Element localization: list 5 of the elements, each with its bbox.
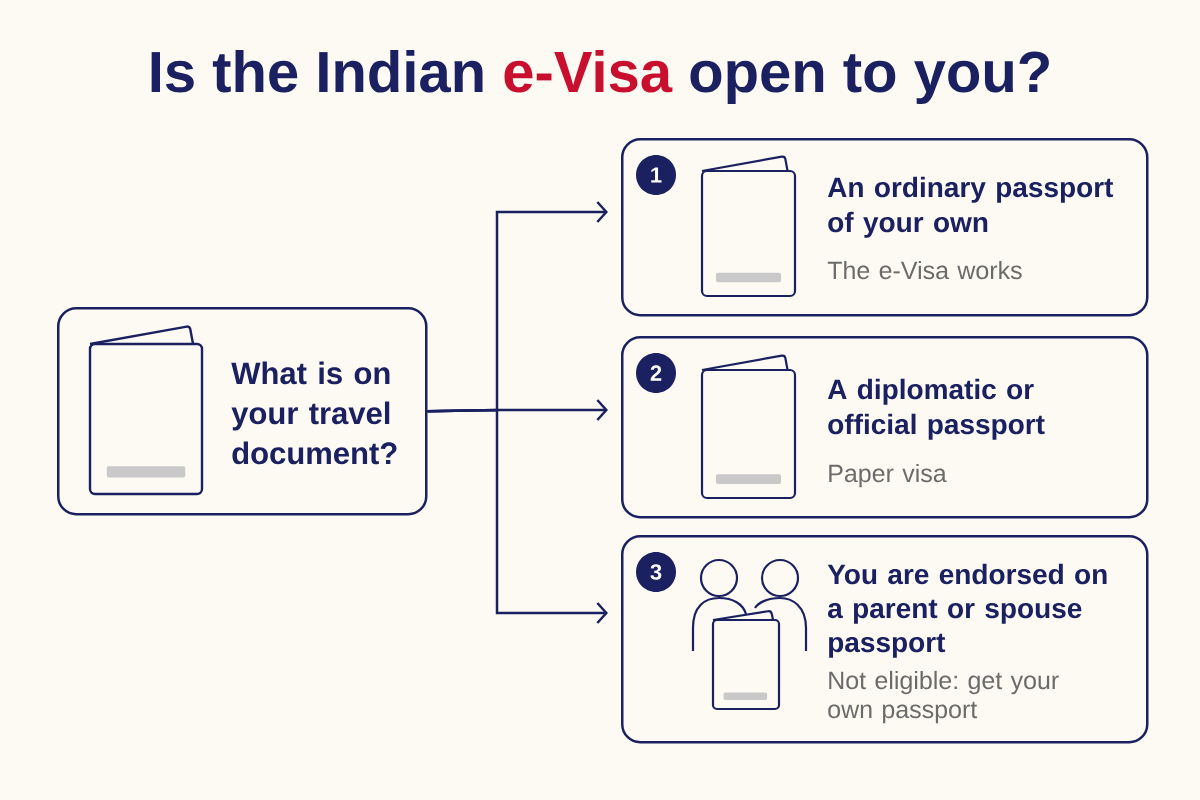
title: Is the Indian e-Visa open to you?: [151, 49, 1049, 105]
number-badge: 1: [636, 155, 676, 195]
number-badge: 3: [636, 552, 676, 592]
number-badge: 2: [636, 353, 676, 393]
arrow: [427, 408, 608, 624]
